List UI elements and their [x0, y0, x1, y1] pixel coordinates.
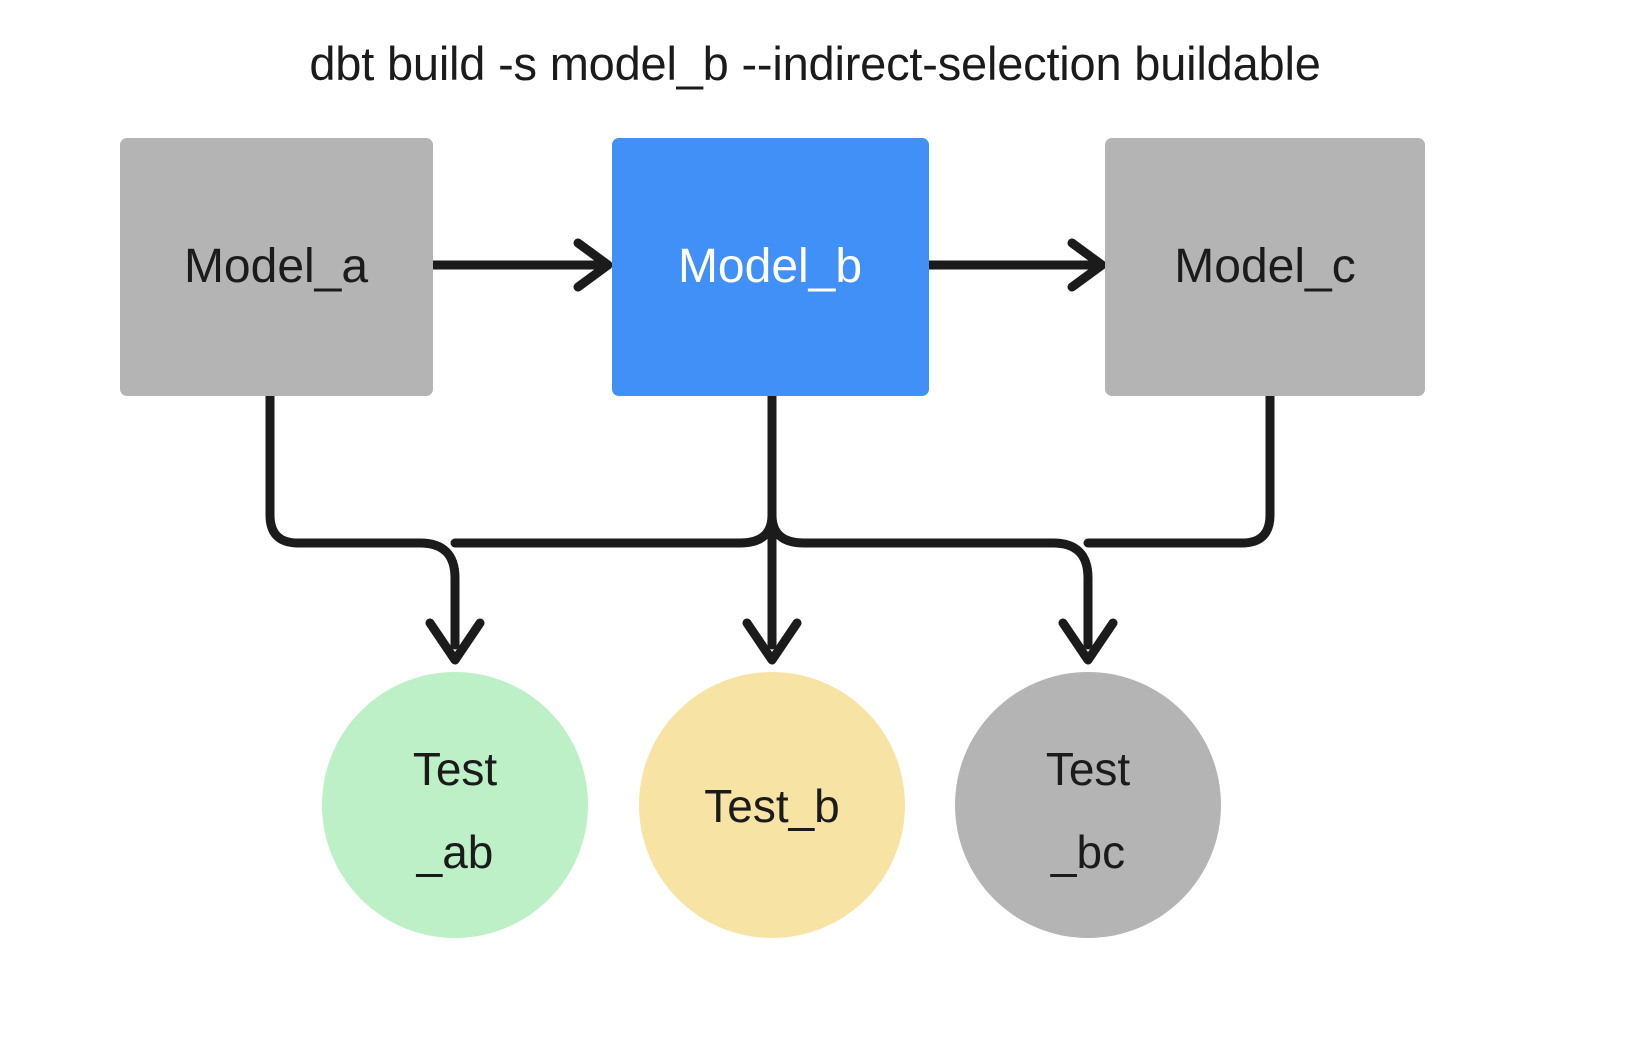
test-b-circle[interactable]: [639, 672, 905, 938]
test-bc-label-line2: _bc: [1050, 826, 1125, 878]
edge-model-a-to-test-ab: [265, 391, 425, 548]
node-test-ab[interactable]: Test _ab: [322, 672, 588, 938]
model-a-label: Model_a: [184, 240, 368, 293]
node-model-b[interactable]: Model_b: [612, 138, 929, 396]
edge-bus-mid-right: [767, 510, 1058, 548]
test-node-layer: Test _ab Test_b Test _bc: [322, 672, 1221, 938]
model-b-rect[interactable]: [612, 138, 929, 396]
test-ab-circle[interactable]: [322, 672, 588, 938]
node-test-bc[interactable]: Test _bc: [955, 672, 1221, 938]
model-node-layer: Model_a Model_b Model_c: [120, 138, 1425, 396]
test-ab-label-line2: _ab: [416, 826, 494, 878]
node-test-b[interactable]: Test_b: [639, 672, 905, 938]
test-bc-circle[interactable]: [955, 672, 1221, 938]
model-c-label: Model_c: [1174, 240, 1355, 293]
edge-bus-mid-left: [450, 510, 777, 548]
test-b-label-line1: Test_b: [704, 780, 840, 832]
edge-model-b-to-model-c: [924, 238, 1107, 292]
diagram-title: dbt build -s model_b --indirect-selectio…: [309, 37, 1320, 90]
model-a-rect[interactable]: [120, 138, 433, 396]
node-model-c[interactable]: Model_c: [1105, 138, 1425, 396]
edge-layer: [265, 238, 1275, 665]
test-ab-label-line1: Test: [413, 743, 498, 795]
edge-model-a-to-model-b: [428, 238, 613, 292]
node-model-a[interactable]: Model_a: [120, 138, 433, 396]
model-b-label: Model_b: [678, 240, 862, 293]
test-bc-label-line1: Test: [1046, 743, 1131, 795]
edge-model-c-to-test-bc: [1083, 391, 1275, 548]
model-c-rect[interactable]: [1105, 138, 1425, 396]
edge-bus-to-test-bc: [1048, 538, 1118, 665]
edge-bus-to-test-ab: [415, 538, 485, 665]
